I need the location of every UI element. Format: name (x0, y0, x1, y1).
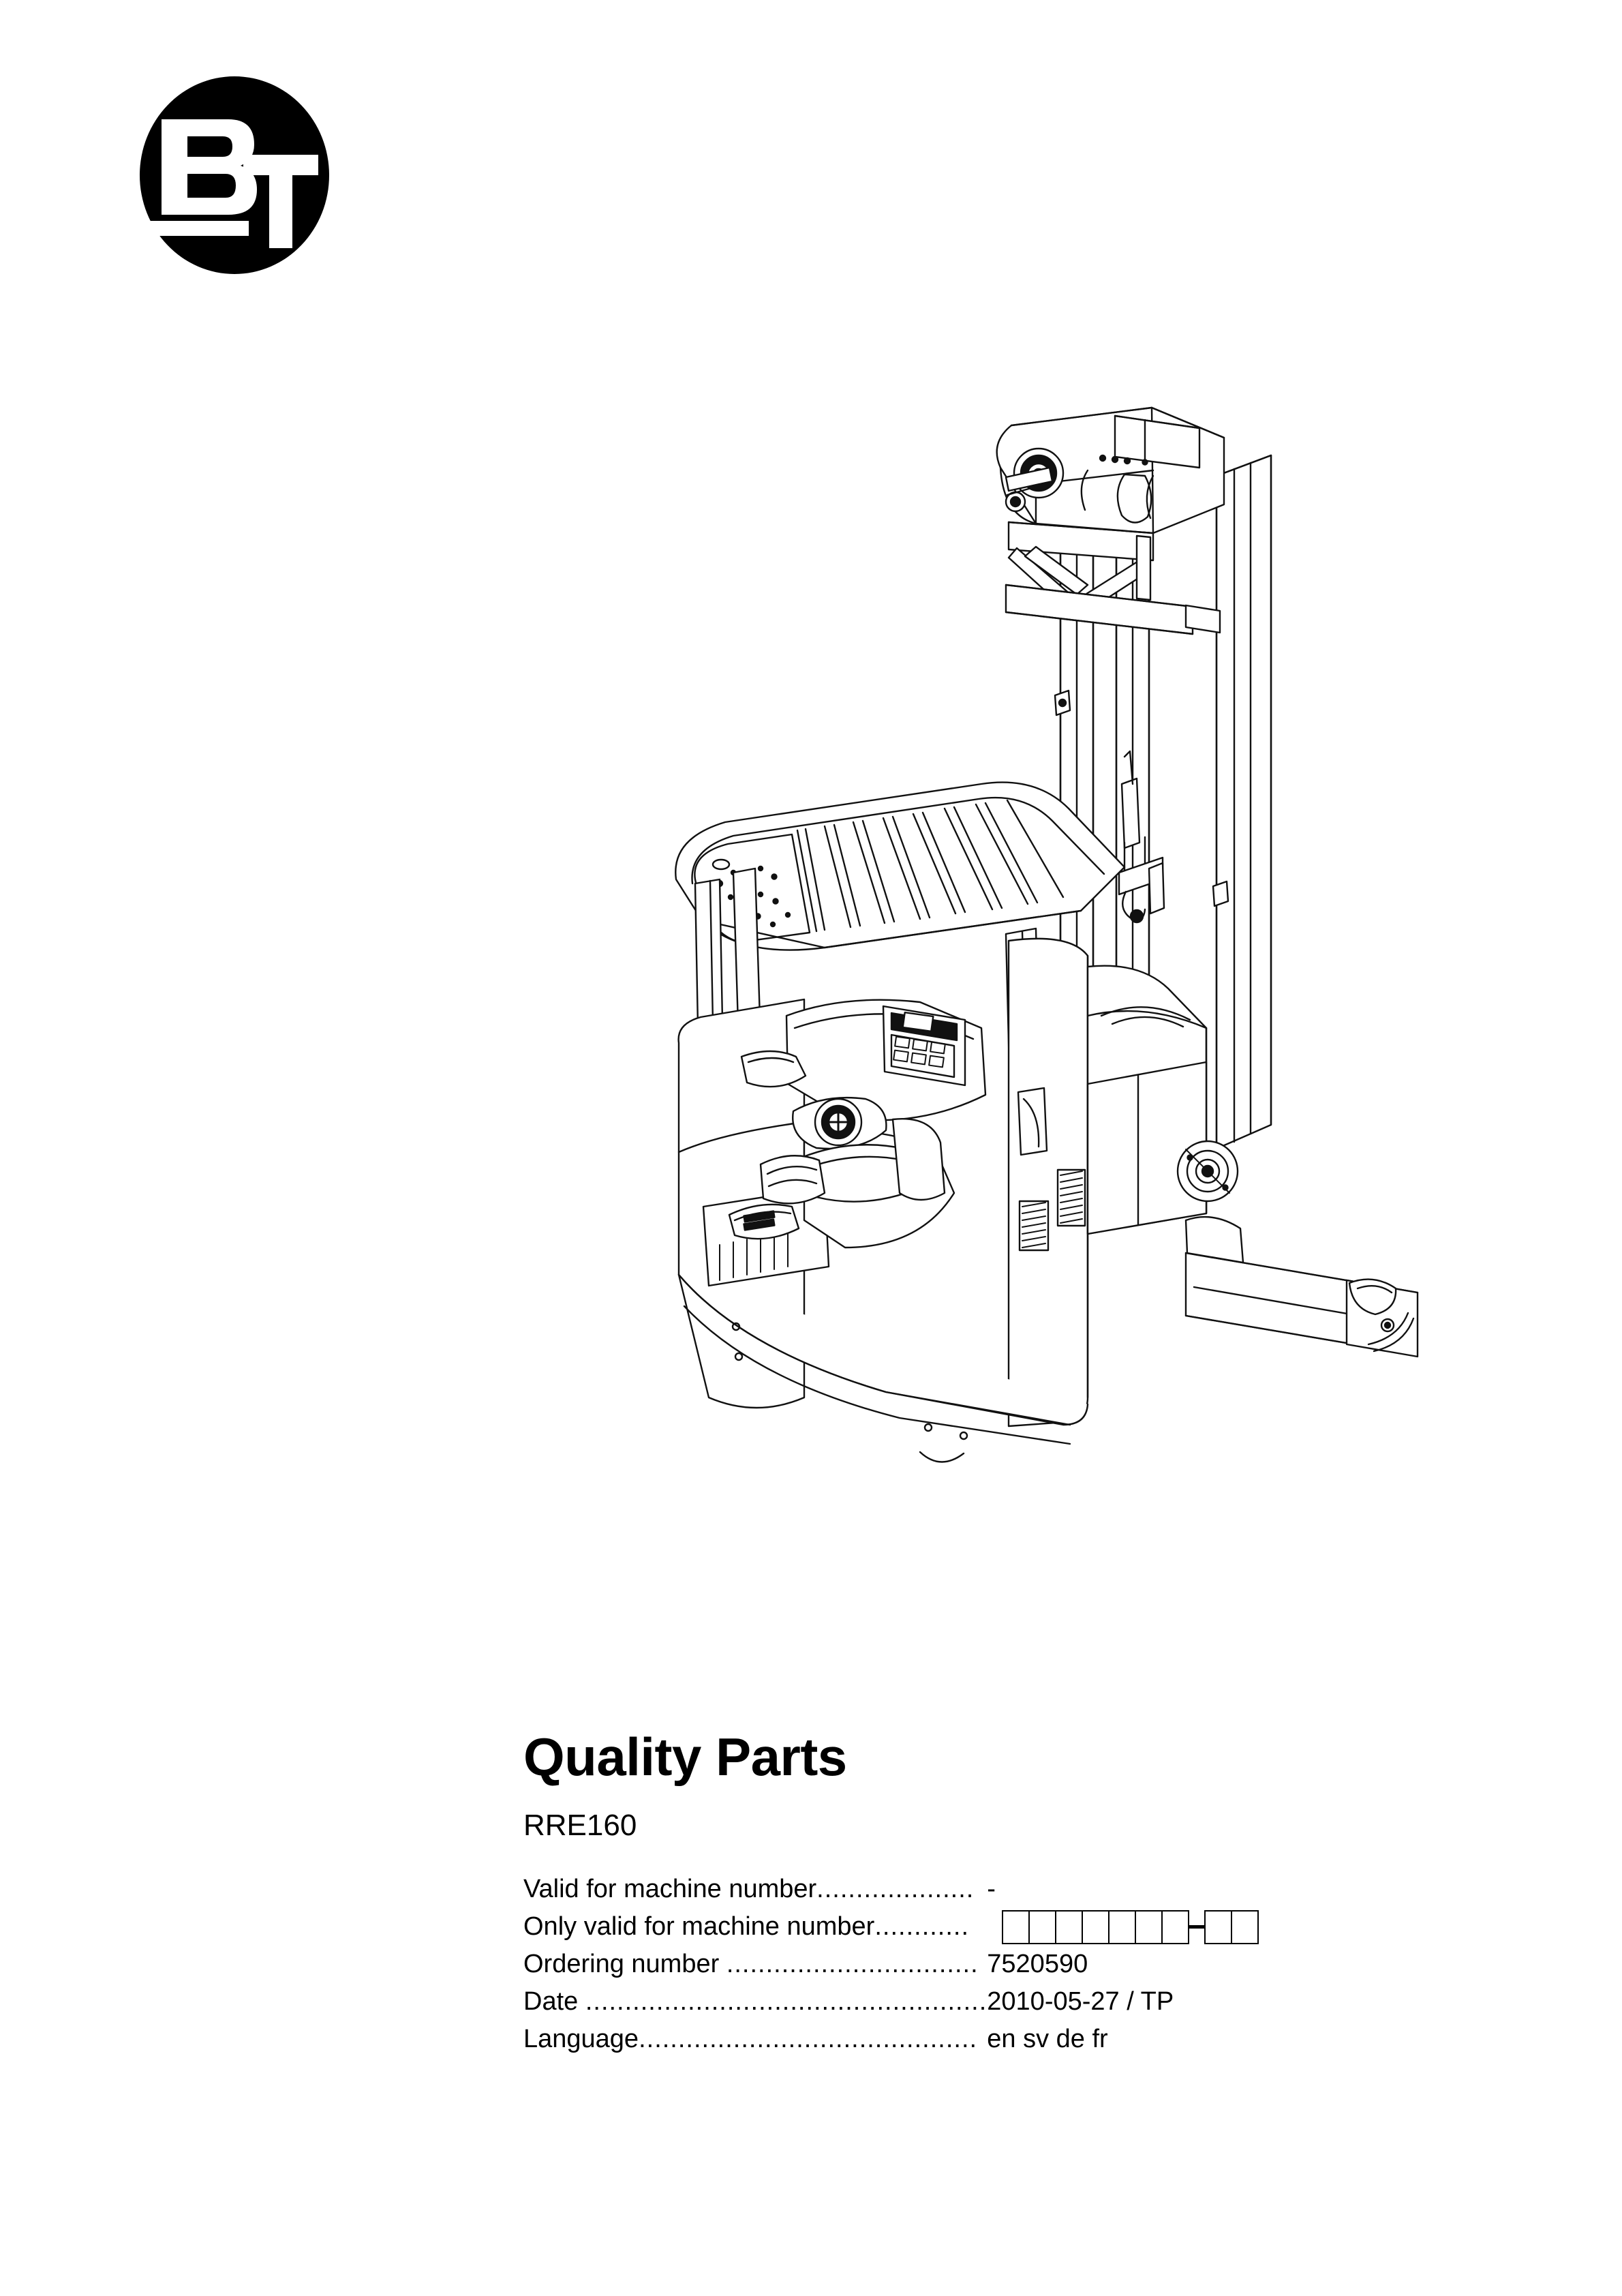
machine-number-box[interactable] (1055, 1909, 1084, 1944)
page-title: Quality Parts (523, 1727, 847, 1787)
machine-number-box[interactable] (1108, 1909, 1137, 1944)
table-row: Ordering number ........................… (523, 1946, 1430, 1983)
stabiliser-leg-group (1176, 1140, 1419, 1358)
table-row: Only valid for machine number...........… (523, 1908, 1430, 1946)
spec-value-ordering-number: 7520590 (987, 1949, 1088, 1978)
table-row: Date ...................................… (523, 1983, 1430, 2021)
machine-number-boxes[interactable] (1002, 1909, 1430, 1944)
machine-number-boxes-right[interactable] (1204, 1909, 1259, 1944)
spec-value-only-valid-for-machine-number (987, 1908, 1430, 1946)
machine-number-box[interactable] (1204, 1909, 1233, 1944)
table-row: Language................................… (523, 2021, 1430, 2058)
reach-truck-drawing-icon (675, 406, 1419, 1463)
machine-number-box[interactable] (1231, 1909, 1259, 1944)
spec-label-ordering-number: Ordering number ........................… (523, 1949, 979, 1978)
spec-value-valid-for-machine-number: - (987, 1874, 996, 1903)
machine-number-boxes-left[interactable] (1002, 1909, 1190, 1944)
fork-carriage-group (996, 406, 1225, 534)
machine-number-separator-dash (1189, 1925, 1205, 1929)
spec-label-only-valid-for-machine-number: Only valid for machine number...........… (523, 1912, 970, 1941)
spec-label-valid-for-machine-number: Valid for machine number................… (523, 1874, 975, 1903)
machine-number-box[interactable] (1002, 1909, 1030, 1944)
bt-logo-icon (140, 76, 329, 274)
title-block: Quality Parts RRE160 Valid for machine n… (523, 1730, 1478, 2058)
machine-number-box[interactable] (1135, 1909, 1163, 1944)
table-row: Valid for machine number................… (523, 1871, 1430, 1908)
machine-number-box[interactable] (1028, 1909, 1057, 1944)
machine-number-box[interactable] (1161, 1909, 1190, 1944)
machine-number-box[interactable] (1082, 1909, 1110, 1944)
spec-label-language: Language................................… (523, 2024, 978, 2053)
bt-logo (140, 76, 329, 274)
spec-value-date: 2010-05-27 / TP (987, 1987, 1174, 2016)
model-designation: RRE160 (523, 1809, 637, 1842)
specification-table: Valid for machine number................… (523, 1871, 1430, 2058)
spec-value-language: en sv de fr (987, 2024, 1108, 2053)
product-illustration (600, 402, 1445, 1650)
spec-label-date: Date ...................................… (523, 1987, 988, 2016)
reach-frame-group (1005, 521, 1221, 635)
operator-station-group (728, 999, 1048, 1240)
